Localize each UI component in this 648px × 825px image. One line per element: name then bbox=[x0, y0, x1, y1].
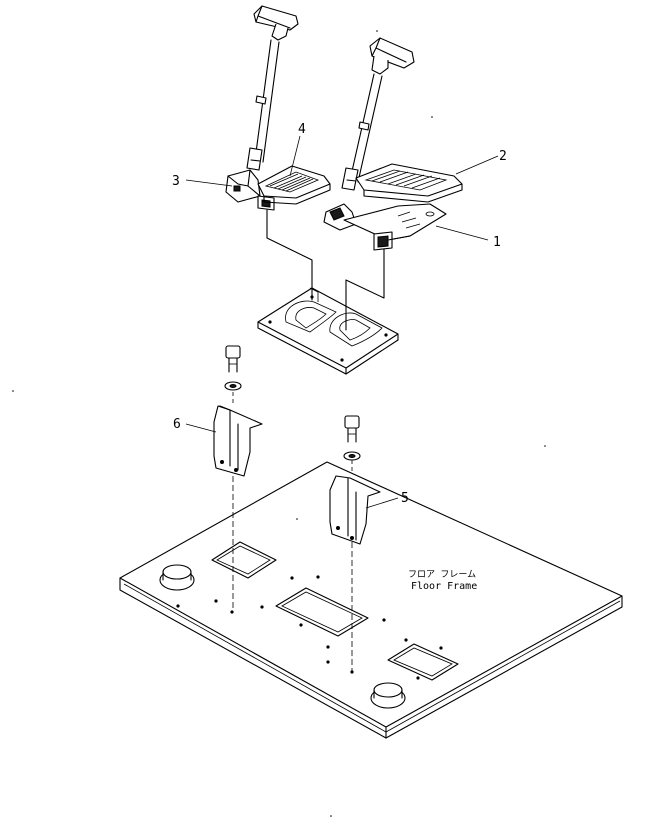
caption-japanese: フロア フレーム bbox=[408, 569, 476, 580]
caption-english: Floor Frame bbox=[411, 581, 477, 592]
right-lever bbox=[341, 37, 415, 191]
bolt-5 bbox=[344, 415, 360, 443]
bracket-5 bbox=[329, 415, 381, 545]
washer-5 bbox=[343, 451, 361, 461]
lever-base-3 bbox=[225, 169, 275, 211]
right-lever-knob bbox=[369, 37, 415, 75]
connection-lines bbox=[266, 209, 385, 331]
floor-frame-caption: フロア フレーム Floor Frame bbox=[408, 569, 477, 592]
washer-6 bbox=[224, 381, 242, 391]
bracket-6 bbox=[213, 345, 263, 477]
callout-5: 5 bbox=[401, 491, 409, 506]
leader-lines bbox=[185, 135, 499, 509]
pedal-4 bbox=[257, 165, 331, 205]
callout-4: 4 bbox=[298, 122, 306, 137]
pedal-2 bbox=[355, 163, 463, 203]
lever-plate bbox=[257, 287, 399, 375]
floor-boss-right bbox=[370, 682, 406, 709]
left-lever-knob bbox=[253, 5, 299, 41]
floor-opening-center bbox=[275, 587, 369, 637]
assembly-center-lines bbox=[232, 392, 353, 672]
callout-3: 3 bbox=[172, 174, 180, 189]
scan-specks bbox=[12, 30, 546, 817]
callout-1: 1 bbox=[493, 235, 501, 250]
bolt-6 bbox=[225, 345, 241, 373]
callout-2: 2 bbox=[499, 149, 507, 164]
floor-boss-left bbox=[159, 564, 195, 591]
floor-opening-left bbox=[211, 541, 277, 579]
callout-labels: 1 2 3 4 5 6 bbox=[172, 122, 507, 506]
floor-opening-right bbox=[387, 643, 459, 681]
floor-holes bbox=[176, 575, 443, 680]
callout-6: 6 bbox=[173, 417, 181, 432]
lever-base-1 bbox=[323, 203, 447, 251]
left-lever bbox=[246, 5, 299, 171]
floor-frame bbox=[119, 461, 623, 739]
